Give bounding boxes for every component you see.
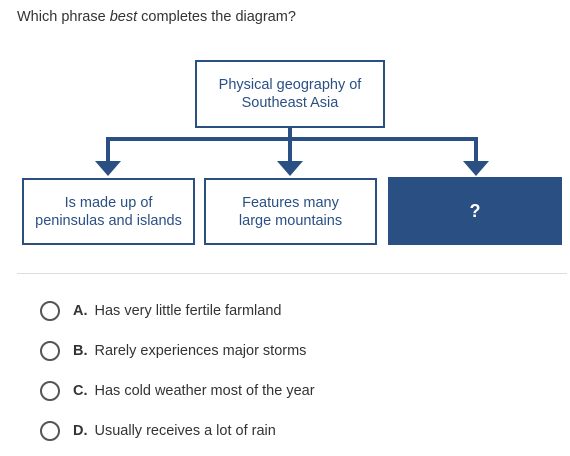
option-letter: D. bbox=[73, 423, 88, 439]
option-text: Has very little fertile farmland bbox=[94, 303, 282, 319]
diagram-missing-box: ? bbox=[388, 177, 562, 245]
option-text: Rarely experiences major storms bbox=[94, 343, 307, 359]
answer-option-b[interactable]: B. Rarely experiences major storms bbox=[40, 336, 315, 366]
connector-stem bbox=[288, 128, 292, 139]
main-topic-line-1: Physical geography of bbox=[218, 77, 362, 93]
divider bbox=[17, 273, 567, 274]
question-emphasis: best bbox=[109, 9, 138, 25]
option-letter: A. bbox=[73, 303, 88, 319]
answer-option-d[interactable]: D. Usually receives a lot of rain bbox=[40, 416, 315, 446]
connector-drop-3 bbox=[474, 139, 478, 162]
connector-drop-1 bbox=[106, 139, 110, 162]
connector-drop-2 bbox=[288, 139, 292, 162]
answer-option-a[interactable]: A. Has very little fertile farmland bbox=[40, 296, 315, 326]
question-prompt: Which phrase best completes the diagram? bbox=[17, 9, 296, 25]
detail-1-line-1: Is made up of bbox=[64, 194, 153, 211]
option-letter: C. bbox=[73, 383, 88, 399]
detail-2-line-2: large mountains bbox=[238, 212, 343, 229]
diagram-detail-box-2: Features many large mountains bbox=[204, 178, 377, 245]
radio-button-icon[interactable] bbox=[40, 341, 60, 361]
question-text-after: completes the diagram? bbox=[137, 9, 296, 25]
concept-diagram: Physical geography of Southeast Asia Is … bbox=[22, 60, 562, 245]
radio-button-icon[interactable] bbox=[40, 301, 60, 321]
diagram-connectors bbox=[95, 128, 489, 176]
missing-box-label: ? bbox=[469, 201, 481, 221]
diagram-detail-box-1: Is made up of peninsulas and islands bbox=[22, 178, 195, 245]
arrowhead-down-icon bbox=[463, 161, 489, 176]
option-text: Usually receives a lot of rain bbox=[94, 423, 276, 439]
detail-2-line-1: Features many bbox=[242, 194, 339, 211]
option-letter: B. bbox=[73, 343, 88, 359]
detail-1-line-2: peninsulas and islands bbox=[35, 212, 182, 229]
option-text: Has cold weather most of the year bbox=[94, 383, 315, 399]
radio-button-icon[interactable] bbox=[40, 381, 60, 401]
answer-option-c[interactable]: C. Has cold weather most of the year bbox=[40, 376, 315, 406]
diagram-main-topic: Physical geography of Southeast Asia bbox=[195, 60, 385, 128]
arrowhead-down-icon bbox=[277, 161, 303, 176]
arrowhead-down-icon bbox=[95, 161, 121, 176]
main-topic-line-2: Southeast Asia bbox=[241, 95, 339, 111]
question-text-before: Which phrase bbox=[17, 9, 110, 25]
answer-options: A. Has very little fertile farmland B. R… bbox=[40, 296, 315, 456]
radio-button-icon[interactable] bbox=[40, 421, 60, 441]
